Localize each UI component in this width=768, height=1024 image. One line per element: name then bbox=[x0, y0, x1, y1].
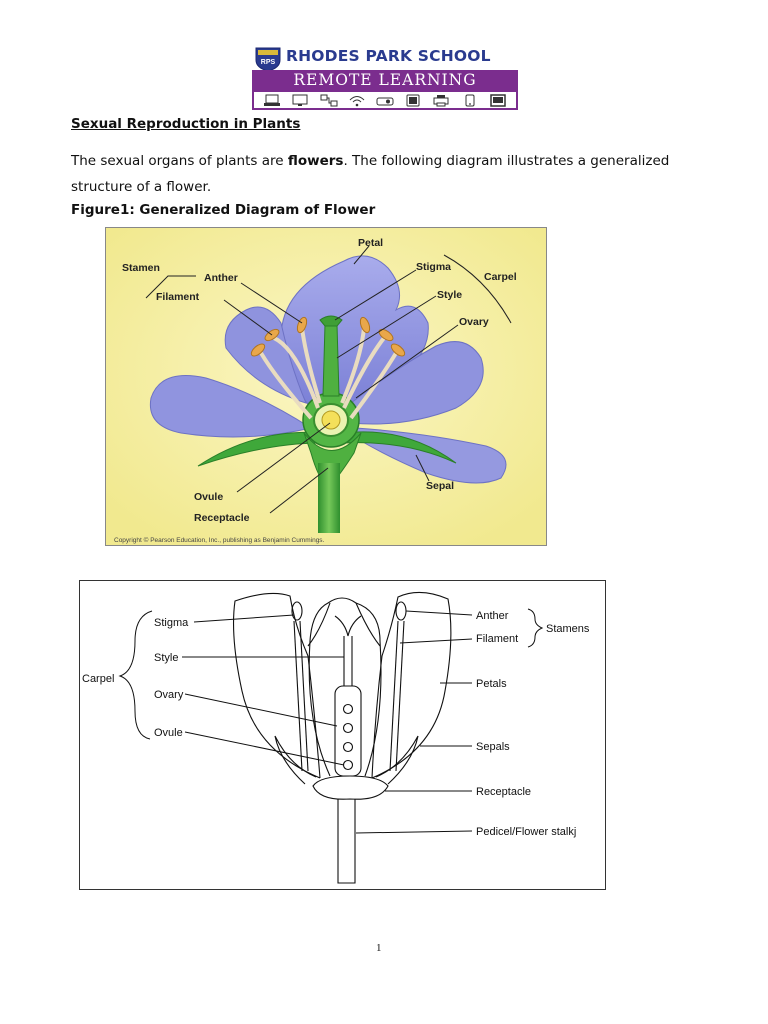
ovule bbox=[321, 410, 341, 430]
label-ovule: Ovule bbox=[194, 491, 223, 503]
intro-text-end: . The following diagram illustrates a ge… bbox=[71, 153, 670, 195]
filament bbox=[340, 327, 366, 404]
receptacle bbox=[303, 432, 362, 489]
wifi-icon bbox=[349, 95, 365, 106]
label-carpel-2: Carpel bbox=[82, 673, 114, 685]
school-name: RHODES PARK SCHOOL bbox=[286, 47, 491, 65]
flower-stalk bbox=[318, 463, 340, 533]
section-title: Sexual Reproduction in Plants bbox=[71, 116, 301, 132]
flower-illustration: Stamen Anther Filament Petal Stigma Carp… bbox=[106, 228, 546, 545]
tablet-icon bbox=[406, 94, 420, 106]
flower-diagram-line: Stigma Style Carpel Ovary Ovule Anther F… bbox=[79, 580, 606, 890]
label-ovary: Ovary bbox=[459, 316, 489, 328]
leader-lines-2 bbox=[182, 610, 473, 834]
anther bbox=[378, 328, 394, 342]
flower-line-drawing: Stigma Style Carpel Ovary Ovule Anther F… bbox=[82, 591, 590, 884]
label-ovule-2: Ovule bbox=[154, 727, 183, 739]
logo-top-strip: RPS RHODES PARK SCHOOL bbox=[252, 46, 518, 72]
label-pedicel-2: Pedicel/Flower stalkj bbox=[476, 826, 576, 838]
label-anther: Anther bbox=[204, 272, 238, 284]
stamens-bracket bbox=[527, 608, 544, 648]
filament bbox=[273, 336, 320, 409]
label-sepals-2: Sepals bbox=[476, 741, 510, 753]
phone-icon bbox=[465, 94, 475, 106]
copyright-line: Copyright © Pearson Education, Inc., pub… bbox=[114, 536, 325, 544]
carpel-bracket bbox=[118, 610, 153, 740]
school-logo: RPS RHODES PARK SCHOOL REMOTE LEARNING bbox=[252, 46, 518, 110]
page-number: 1 bbox=[376, 942, 382, 954]
intro-paragraph: The sexual organs of plants are flowers.… bbox=[71, 148, 711, 200]
label-style-2: Style bbox=[154, 652, 178, 664]
device-icon-strip bbox=[252, 90, 518, 110]
sepal-right bbox=[343, 431, 457, 464]
flower-diagram-color: Stamen Anther Filament Petal Stigma Carp… bbox=[105, 227, 547, 546]
label-carpel: Carpel bbox=[484, 271, 517, 283]
remote-learning-band: REMOTE LEARNING bbox=[252, 70, 518, 90]
label-filament: Filament bbox=[156, 291, 200, 303]
label-petals-2: Petals bbox=[476, 678, 507, 690]
school-crest-icon: RPS bbox=[255, 47, 281, 72]
filament bbox=[342, 336, 386, 409]
label-stamens-2: Stamens bbox=[546, 623, 590, 635]
figure-caption: Figure1: Generalized Diagram of Flower bbox=[71, 202, 376, 218]
label-stamen: Stamen bbox=[122, 262, 160, 274]
filament bbox=[349, 351, 398, 420]
label-ovary-2: Ovary bbox=[154, 689, 184, 701]
sepal-left bbox=[197, 431, 322, 467]
laptop-icon bbox=[264, 94, 281, 106]
intro-text-start: The sexual organs of plants are bbox=[71, 153, 288, 169]
label-filament-2: Filament bbox=[476, 633, 518, 645]
label-sepal: Sepal bbox=[426, 480, 454, 492]
label-anther-2: Anther bbox=[476, 610, 509, 622]
anther bbox=[390, 343, 406, 357]
label-receptacle-2: Receptacle bbox=[476, 786, 531, 798]
filament bbox=[300, 327, 322, 404]
style bbox=[322, 323, 340, 397]
label-style: Style bbox=[437, 289, 462, 301]
filament bbox=[259, 351, 313, 420]
petal-right bbox=[350, 341, 484, 425]
petal-far-left bbox=[149, 375, 313, 438]
printer-icon bbox=[433, 94, 449, 106]
intro-bold-term: flowers bbox=[287, 153, 344, 169]
network-icon bbox=[320, 94, 338, 106]
label-stigma: Stigma bbox=[416, 261, 451, 273]
crest-text: RPS bbox=[261, 59, 276, 66]
flower-outline bbox=[232, 591, 452, 884]
screen-icon bbox=[490, 93, 506, 107]
anther bbox=[250, 343, 266, 357]
anther bbox=[359, 316, 371, 334]
label-receptacle: Receptacle bbox=[194, 512, 250, 524]
label-stigma-2: Stigma bbox=[154, 617, 189, 629]
leader-lines bbox=[145, 245, 512, 514]
label-petal: Petal bbox=[358, 237, 383, 249]
monitor-icon bbox=[292, 94, 308, 106]
projector-icon bbox=[376, 97, 394, 105]
